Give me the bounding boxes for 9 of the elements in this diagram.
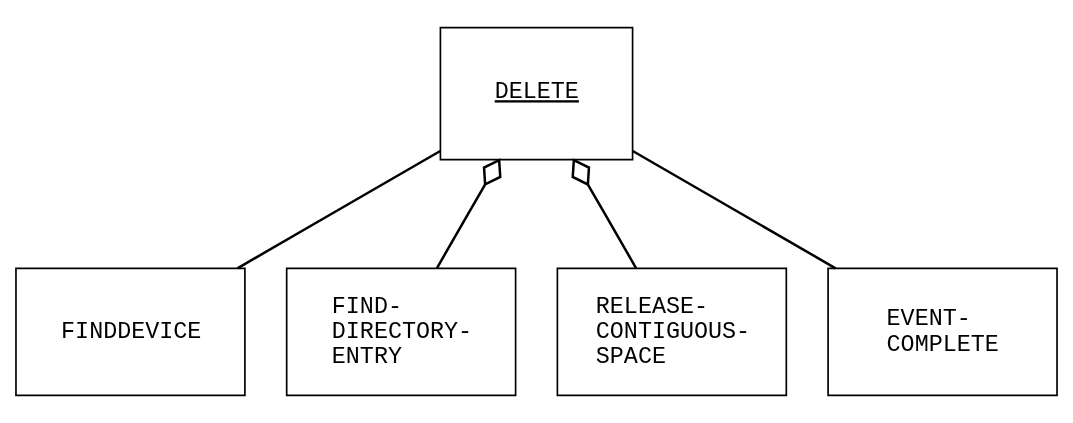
node-box: RELEASE- CONTIGUOUS- SPACE: [556, 267, 788, 397]
node-box: DELETE: [439, 26, 634, 161]
node-box: EVENT- COMPLETE: [827, 267, 1058, 397]
connector: [571, 158, 638, 269]
node-box: FINDDEVICE: [15, 267, 246, 397]
connector: [435, 158, 502, 269]
node-box: FIND- DIRECTORY- ENTRY: [285, 267, 517, 397]
connector: [632, 149, 837, 270]
connector: [236, 149, 441, 270]
